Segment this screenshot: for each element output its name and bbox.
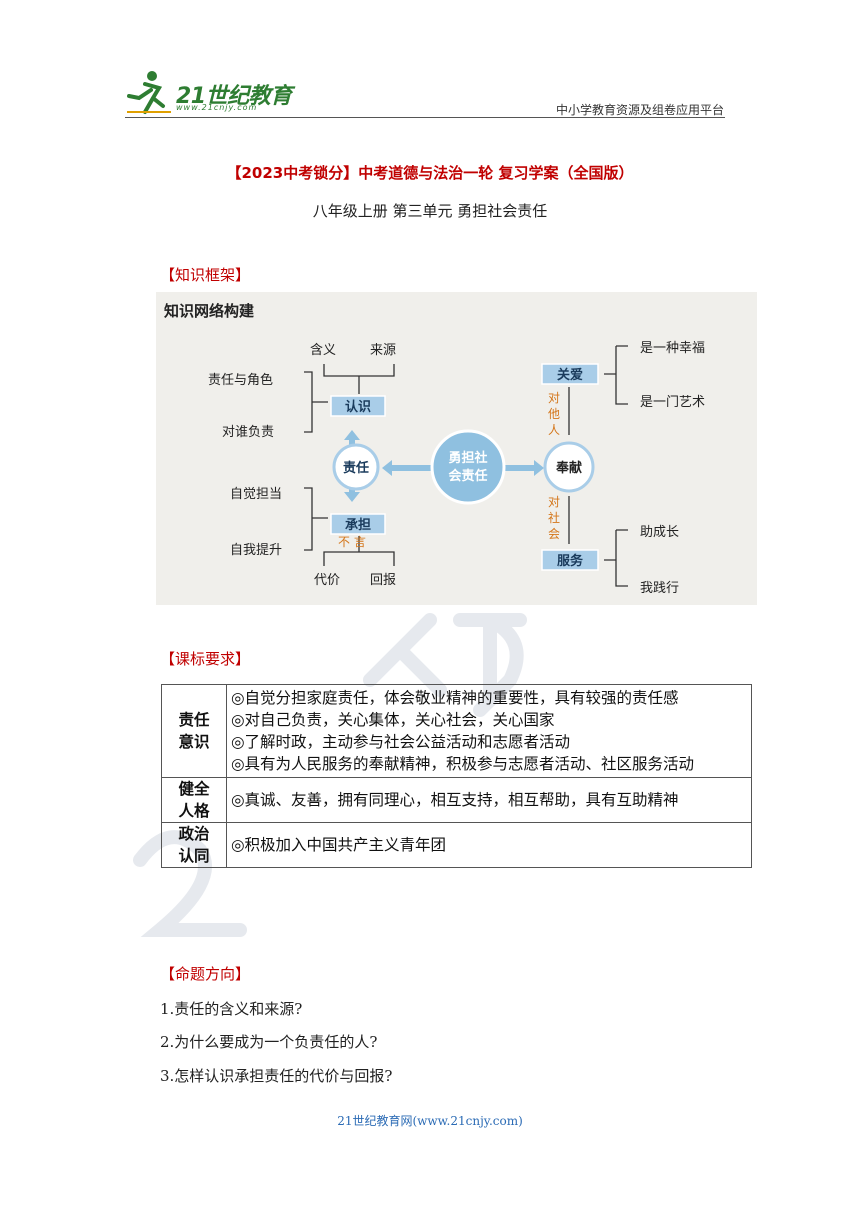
table-row: 健全 人格 ◎真诚、友善，拥有同理心，相互支持，相互帮助，具有互助精神 xyxy=(161,777,752,823)
label-huibao: 回报 xyxy=(370,573,396,588)
label-dui-taren-1: 对 xyxy=(548,391,560,405)
label-dui-taren-3: 人 xyxy=(548,423,560,437)
category-cell: 政治 认同 xyxy=(161,822,227,868)
items-cell: ◎积极加入中国共产主义青年团 xyxy=(226,822,752,868)
header-divider xyxy=(125,117,725,118)
label-dui-shui-fuze: 对谁负责 xyxy=(222,425,274,440)
table-row: 政治 认同 ◎积极加入中国共产主义青年团 xyxy=(161,822,752,868)
knowledge-network-diagram: 知识网络构建 认识 承担 xyxy=(156,292,757,605)
label-zijue-dandang: 自觉担当 xyxy=(230,487,282,502)
svg-text:服务: 服务 xyxy=(557,553,584,569)
standard-item: ◎真诚、友善，拥有同理心，相互支持，相互帮助，具有互助精神 xyxy=(231,791,679,809)
svg-text:奉献: 奉献 xyxy=(555,460,582,476)
chengdan-box: 承担 xyxy=(330,513,386,535)
fuwu-box: 服务 xyxy=(541,549,599,571)
label-yimen-yishu: 是一门艺术 xyxy=(640,395,705,410)
diagram-heading: 知识网络构建 xyxy=(164,302,255,320)
svg-text:承担: 承担 xyxy=(345,517,371,533)
label-zhu-chengzhang: 助成长 xyxy=(640,525,679,540)
table-row: 责任 意识 ◎自觉分担家庭责任，体会敬业精神的重要性，具有较强的责任感 ◎对自己… xyxy=(161,684,752,778)
label-dui-shehui-1: 对 xyxy=(548,495,560,509)
section-direction-heading: 【命题方向】 xyxy=(160,965,251,983)
category-cell: 责任 意识 xyxy=(161,684,227,778)
question-item: 2.为什么要成为一个负责任的人? xyxy=(160,1033,378,1051)
svg-text:关爱: 关爱 xyxy=(557,367,583,383)
arrows xyxy=(344,430,544,502)
label-daijia: 代价 xyxy=(314,573,340,588)
logo-text: 21世纪教育 xyxy=(176,84,292,109)
document-title: 【2023中考锁分】中考道德与法治一轮 复习学案（全国版） xyxy=(226,164,634,182)
svg-text:认识: 认识 xyxy=(345,399,371,415)
right-connectors xyxy=(568,345,628,587)
standards-table: 责任 意识 ◎自觉分担家庭责任，体会敬业精神的重要性，具有较强的责任感 ◎对自己… xyxy=(161,684,752,868)
label-dui-taren-2: 他 xyxy=(548,407,560,421)
label-ziwo-tisheng: 自我提升 xyxy=(230,542,282,558)
standard-item: ◎积极加入中国共产主义青年团 xyxy=(231,836,447,854)
document-subtitle: 八年级上册 第三单元 勇担社会责任 xyxy=(312,202,548,220)
label-hanyi: 含义 xyxy=(310,342,336,358)
svg-text:勇担社: 勇担社 xyxy=(448,450,487,466)
left-connectors xyxy=(304,364,395,566)
standard-item: ◎具有为人民服务的奉献精神，积极参与志愿者活动、社区服务活动 xyxy=(231,755,695,773)
standard-item: ◎自觉分担家庭责任，体会敬业精神的重要性，具有较强的责任感 xyxy=(231,689,679,707)
items-cell: ◎自觉分担家庭责任，体会敬业精神的重要性，具有较强的责任感 ◎对自己负责，关心集… xyxy=(226,684,752,778)
items-cell: ◎真诚、友善，拥有同理心，相互支持，相互帮助，具有互助精神 xyxy=(226,777,752,823)
label-dui-shehui-3: 会 xyxy=(548,527,560,541)
label-zeren-yu-juese: 责任与角色 xyxy=(208,372,273,388)
center-node: 勇担社 会责任 xyxy=(430,429,506,505)
standard-item: ◎了解时政，主动参与社会公益活动和志愿者活动 xyxy=(231,733,571,751)
label-dui-shehui-2: 社 xyxy=(548,510,560,525)
renshi-box: 认识 xyxy=(330,395,386,417)
section-standards-heading: 【课标要求】 xyxy=(160,650,251,668)
logo-url: www.21cnjy.com xyxy=(176,103,258,112)
fengxian-node: 奉献 xyxy=(543,441,595,493)
category-cell: 健全 人格 xyxy=(161,777,227,823)
label-buyan: 不 言 xyxy=(338,535,366,549)
svg-text:责任: 责任 xyxy=(343,460,369,476)
guanai-box: 关爱 xyxy=(541,363,599,385)
label-wo-jianxing: 我践行 xyxy=(640,581,679,596)
svg-text:会责任: 会责任 xyxy=(448,468,487,484)
footer-link[interactable]: 21世纪教育网(www.21cnjy.com) xyxy=(337,1114,523,1128)
label-yizhong-xingfu: 是一种幸福 xyxy=(640,341,705,356)
zeren-node: 责任 xyxy=(332,443,380,491)
label-laiyuan: 来源 xyxy=(370,343,396,358)
section-framework-heading: 【知识框架】 xyxy=(160,266,251,284)
logo-runner-icon xyxy=(127,71,171,114)
question-item: 1.责任的含义和来源? xyxy=(160,1000,303,1018)
header-platform-text: 中小学教育资源及组卷应用平台 xyxy=(555,103,724,117)
question-item: 3.怎样认识承担责任的代价与回报? xyxy=(160,1067,393,1085)
standard-item: ◎对自己负责，关心集体，关心社会，关心国家 xyxy=(231,711,555,729)
